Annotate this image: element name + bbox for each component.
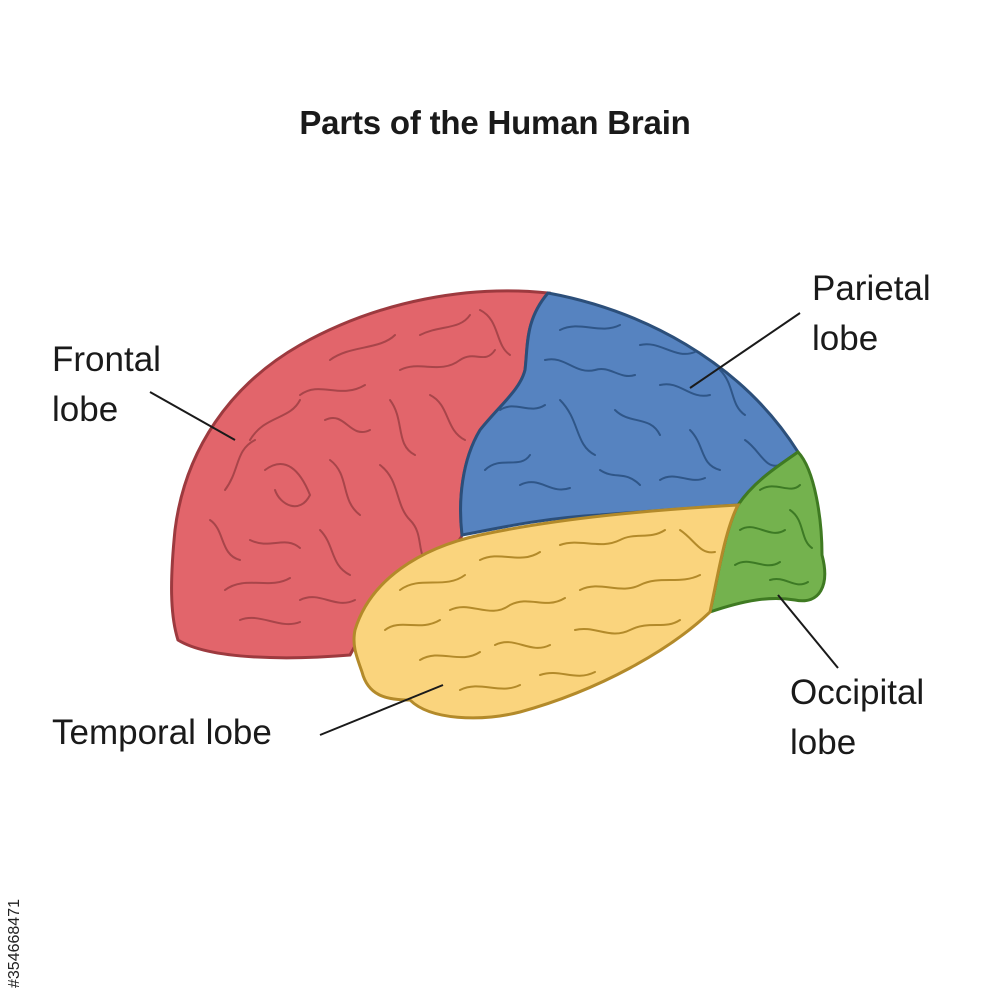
parietal-lobe-label: Parietal lobe	[812, 264, 931, 364]
temporal-leader-line	[319, 684, 444, 736]
temporal-label-text: Temporal lobe	[52, 713, 272, 752]
parietal-leader-line	[689, 312, 801, 389]
frontal-lobe-label: Frontal lobe	[52, 335, 161, 435]
diagram-title: Parts of the Human Brain	[299, 104, 691, 141]
temporal-lobe-label: Temporal lobe	[52, 708, 272, 758]
parietal-label-line1: Parietal	[812, 269, 931, 308]
parietal-lobe-shape	[459, 291, 801, 537]
temporal-lobe	[352, 503, 741, 720]
frontal-leader-line	[149, 391, 236, 441]
side-credit: #354668471	[2, 768, 28, 988]
parietal-label-line2: lobe	[812, 319, 879, 358]
occipital-lobe	[707, 450, 827, 615]
frontal-label-line2: lobe	[52, 390, 119, 429]
parietal-lobe	[459, 291, 801, 537]
frontal-label-line1: Frontal	[52, 340, 161, 379]
occipital-lobe-label: Occipital lobe	[790, 668, 924, 768]
occipital-label-line2: lobe	[790, 723, 857, 762]
occipital-label-line1: Occipital	[790, 673, 925, 712]
side-credit-text: #354668471	[6, 899, 23, 988]
occipital-leader-line	[777, 594, 839, 669]
temporal-lobe-shape	[352, 503, 741, 720]
